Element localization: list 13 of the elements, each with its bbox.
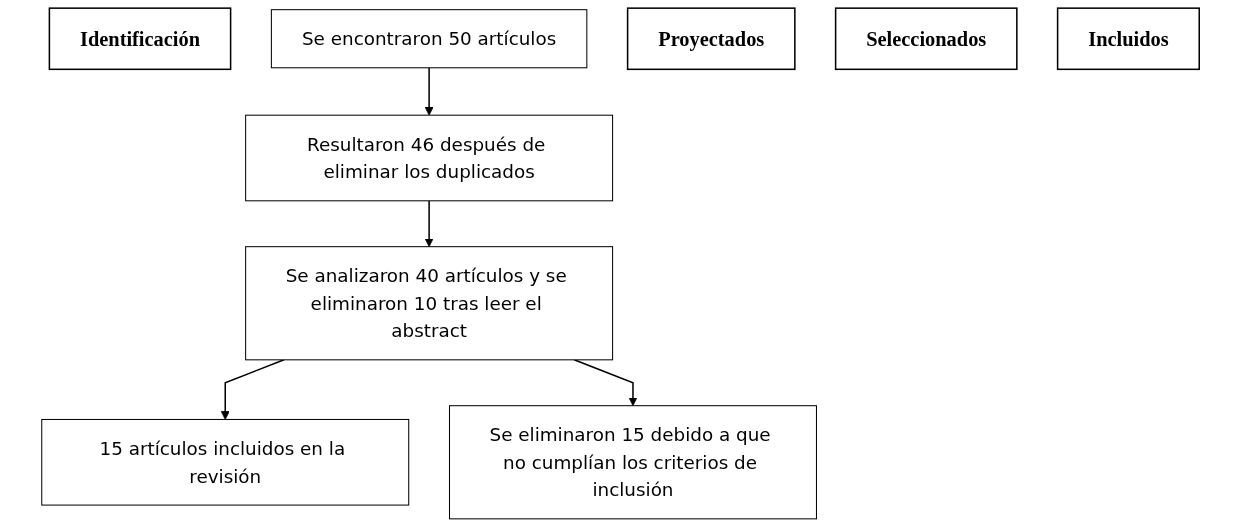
node-box: Identificación: [48, 7, 232, 71]
arrow: [220, 359, 285, 420]
node-box: Resultaron 46 después de eliminar los duplicados: [245, 114, 614, 202]
node-box: Se analizaron 40 artículos y se eliminaron 10 tras leer el abstract: [245, 246, 614, 361]
arrow: [424, 200, 434, 248]
node-box: 15 artículos incluidos en la revisión: [41, 418, 410, 506]
node-box: Se eliminaron 15 debido a que no cumplían los criterios de inclusión: [449, 405, 817, 520]
node-box: Se encontraron 50 artículos: [270, 9, 588, 69]
arrow: [424, 67, 434, 116]
node-box: Proyectados: [626, 7, 796, 71]
node-box: Incluidos: [1056, 7, 1200, 71]
node-box: Seleccionados: [834, 7, 1018, 71]
arrow: [573, 359, 638, 407]
